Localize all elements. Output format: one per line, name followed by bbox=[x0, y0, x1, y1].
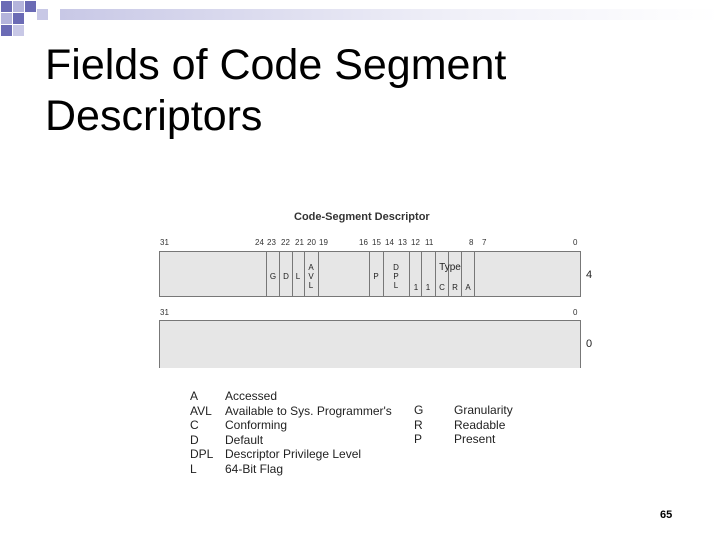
legend-desc: Default bbox=[225, 432, 264, 447]
field-g: G bbox=[269, 272, 277, 281]
field-divider bbox=[421, 252, 422, 296]
field-divider bbox=[461, 252, 462, 296]
slide-title-line: Descriptors bbox=[45, 92, 263, 140]
row-offset: 4 bbox=[586, 269, 593, 281]
legend-abbr: DPL bbox=[190, 447, 214, 461]
bit-number: 22 bbox=[281, 238, 290, 247]
field-divider bbox=[383, 252, 384, 296]
bit-number: 8 bbox=[469, 238, 474, 247]
decor-square bbox=[25, 1, 36, 12]
legend-desc: Readable bbox=[454, 417, 506, 432]
row-offset: 0 bbox=[586, 338, 593, 350]
bit-number: 0 bbox=[573, 308, 578, 317]
legend-abbr: AVL bbox=[190, 403, 212, 418]
legend-abbr: C bbox=[190, 418, 199, 432]
field-c: C bbox=[439, 283, 445, 292]
bit-number: 20 bbox=[307, 238, 316, 247]
legend-abbr: R bbox=[414, 417, 423, 432]
field-divider bbox=[448, 252, 449, 296]
diagram-title: Code-Segment Descriptor bbox=[294, 211, 430, 223]
field-divider bbox=[304, 252, 305, 296]
legend-abbr: G bbox=[414, 403, 424, 417]
slide-title-line: Fields of Code Segment bbox=[45, 41, 507, 89]
field-divider bbox=[369, 252, 370, 296]
legend-desc: Available to Sys. Programmer's bbox=[225, 403, 392, 418]
legend-desc: 64-Bit Flag bbox=[225, 461, 284, 476]
bit-number: 24 bbox=[255, 238, 264, 247]
bit-number: 7 bbox=[482, 238, 487, 247]
decor-square bbox=[1, 25, 12, 36]
field-divider bbox=[292, 252, 293, 296]
decor-square bbox=[1, 13, 12, 24]
bit-number: 13 bbox=[398, 238, 407, 247]
legend-desc: Granularity bbox=[454, 403, 513, 417]
bit-number: 23 bbox=[267, 238, 276, 247]
decor-square bbox=[1, 1, 12, 12]
field-type: Type bbox=[439, 262, 461, 273]
legend-desc: Present bbox=[454, 432, 496, 446]
legend-right-desc: Granularity Readable Present bbox=[454, 403, 513, 447]
legend-abbr: L bbox=[190, 461, 197, 476]
bit-number: 14 bbox=[385, 238, 394, 247]
field-p: P bbox=[373, 272, 379, 281]
page-number: 65 bbox=[660, 509, 673, 521]
legend-right-abbr: G R P bbox=[414, 403, 423, 447]
decor-square bbox=[37, 9, 48, 20]
bit-number: 16 bbox=[359, 238, 368, 247]
field-divider bbox=[318, 252, 319, 296]
field-d: D bbox=[283, 272, 289, 281]
legend-abbr: A bbox=[190, 389, 199, 403]
descriptor-lower-dword bbox=[159, 320, 581, 368]
header-bar bbox=[60, 9, 720, 20]
decor-square bbox=[13, 25, 24, 36]
bit-number: 15 bbox=[372, 238, 381, 247]
field-bit-12: 1 bbox=[413, 283, 419, 292]
field-divider bbox=[409, 252, 410, 296]
field-divider bbox=[474, 252, 475, 296]
bit-number: 19 bbox=[319, 238, 328, 247]
field-divider bbox=[435, 252, 436, 296]
field-r: R bbox=[452, 283, 458, 292]
legend-abbr: D bbox=[190, 432, 199, 447]
field-bit-11: 1 bbox=[425, 283, 431, 292]
slide-title: Fields of Code Segment Descriptors bbox=[45, 40, 645, 142]
bit-number: 21 bbox=[295, 238, 304, 247]
legend-desc: Descriptor Privilege Level bbox=[225, 447, 362, 461]
decor-square bbox=[13, 13, 24, 24]
bit-number: 0 bbox=[573, 238, 578, 247]
field-l: L bbox=[295, 272, 301, 281]
descriptor-upper-dword bbox=[159, 251, 581, 297]
legend-left-desc: Accessed Available to Sys. Programmer's … bbox=[225, 389, 392, 476]
legend-abbr: P bbox=[414, 432, 423, 446]
bit-number: 12 bbox=[411, 238, 420, 247]
bit-number: 31 bbox=[160, 238, 169, 247]
decor-square bbox=[13, 1, 24, 12]
field-divider bbox=[279, 252, 280, 296]
bit-number: 31 bbox=[160, 308, 169, 317]
bit-number: 11 bbox=[425, 238, 434, 247]
legend-desc: Conforming bbox=[225, 418, 288, 432]
legend-left-abbr: A AVL C D DPL L bbox=[190, 389, 213, 476]
legend-desc: Accessed bbox=[225, 389, 278, 403]
field-a: A bbox=[465, 283, 471, 292]
field-divider bbox=[266, 252, 267, 296]
